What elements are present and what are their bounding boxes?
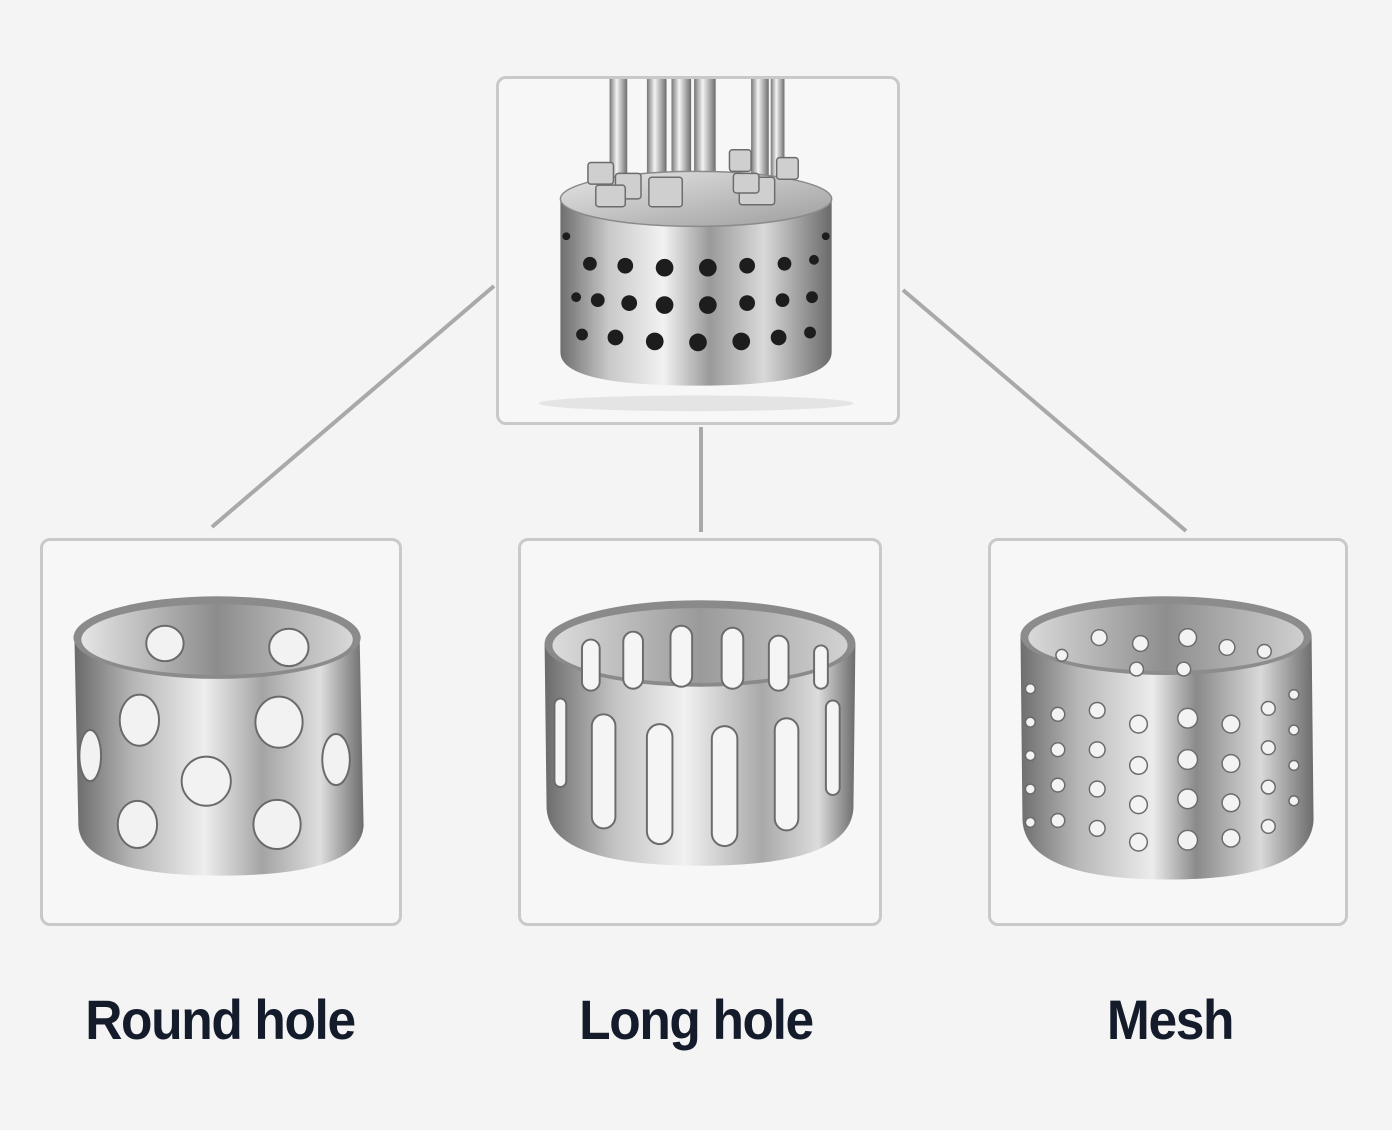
long-hole-frame [518,538,882,926]
round-hole-frame [40,538,402,926]
round-hole-label: Round hole [85,988,356,1051]
connector-to-round-hole [210,284,496,529]
long-hole-ring-icon [544,600,856,866]
connector-to-mesh [901,288,1188,533]
assembly-frame [496,76,900,425]
mesh-label: Mesh [1106,988,1235,1051]
mesh-ring-icon [1020,596,1314,880]
mesh-frame [988,538,1348,926]
round-hole-ring-icon [73,596,364,876]
long-hole-label: Long hole [579,988,814,1051]
agitator-head-assembly-icon [538,79,854,412]
